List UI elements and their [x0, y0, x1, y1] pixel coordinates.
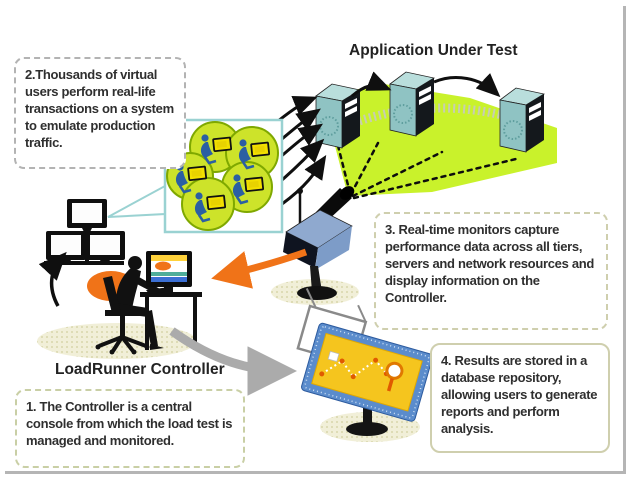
bubble-tail: [107, 184, 166, 218]
feedback-arrow: [38, 251, 67, 307]
application-under-test-title: Application Under Test: [349, 42, 518, 59]
camera-monitor-icon: [283, 186, 355, 300]
results-arrow: [169, 327, 297, 396]
callout-step-1: 1. The Controller is a central console f…: [15, 389, 245, 468]
operator-at-desk-icon: [87, 251, 202, 355]
crt-monitor-icon: [44, 199, 125, 265]
callout-step-4: 4. Results are stored in a database repo…: [430, 343, 610, 453]
orange-arrow: [211, 248, 308, 289]
server-link-arrows: [351, 71, 501, 98]
callout-step-3: 3. Real-time monitors capture performanc…: [374, 212, 608, 330]
results-board-icon: [296, 288, 433, 436]
loadrunner-controller-label: LoadRunner Controller: [55, 361, 225, 378]
callout-step-2: 2.Thousands of virtual users perform rea…: [14, 57, 186, 169]
controller-screen: [146, 251, 192, 292]
magnifier-icon: [385, 361, 404, 392]
